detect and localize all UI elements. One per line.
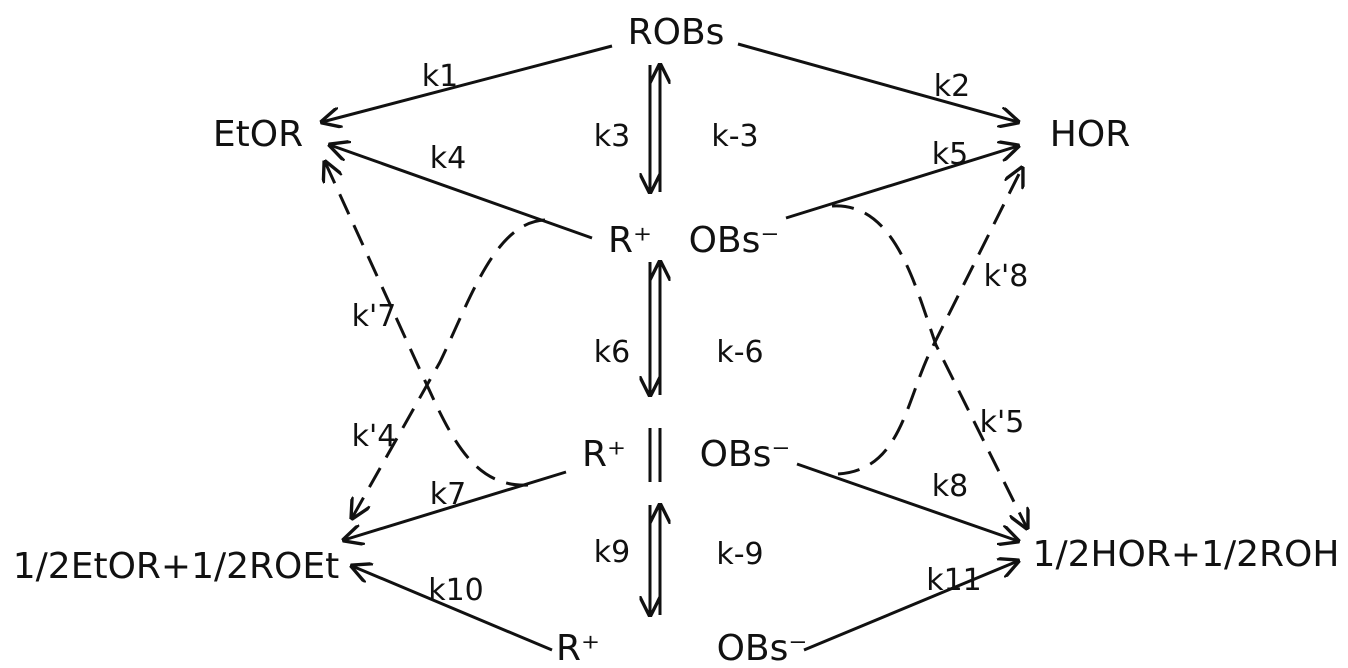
rate-label-k7: k7: [430, 477, 466, 512]
rate-label-k-minus-6: k-6: [716, 335, 763, 370]
arrow-k2: [737, 42, 1018, 122]
rate-label-k4: k4: [430, 141, 466, 176]
rate-label-k9: k9: [594, 535, 630, 570]
rate-label-k2: k2: [934, 69, 970, 104]
rate-label-k3: k3: [594, 119, 630, 154]
rate-label-k8-prime: k'8: [984, 259, 1029, 294]
arrow-k8: [796, 462, 1018, 541]
species-r-plus-free: R⁺: [556, 628, 600, 668]
arrow-k10: [352, 566, 553, 652]
species-obs-minus-contact: OBs⁻: [689, 220, 780, 261]
equilibrium-k9: [650, 505, 660, 615]
rate-label-k8: k8: [932, 469, 968, 504]
arrow-k11: [803, 561, 1018, 652]
rate-label-k6: k6: [594, 335, 630, 370]
equilibrium-k6: [650, 262, 660, 395]
species-obs-minus-solvent-separated: OBs⁻: [700, 434, 791, 475]
species-r-plus-contact: R⁺: [608, 220, 652, 261]
rate-label-k1: k1: [422, 59, 458, 94]
dashed-arrow-k5-prime: [831, 204, 1027, 528]
rate-label-k5: k5: [932, 137, 968, 172]
species-r-plus-solvent-separated: R⁺: [582, 434, 626, 475]
products-left: 1/2EtOR+1/2ROEt: [13, 546, 339, 587]
species-hor: HOR: [1050, 114, 1130, 155]
equilibrium-k3: [650, 65, 660, 192]
arrow-k4: [330, 145, 593, 240]
species-etor: EtOR: [213, 114, 303, 155]
dashed-arrow-k7-prime: [325, 162, 529, 487]
species-robs: ROBs: [628, 12, 725, 53]
species-obs-minus-free: OBs⁻: [717, 628, 808, 668]
rate-label-k5-prime: k'5: [980, 405, 1025, 440]
ion-pair-separator: [648, 428, 662, 482]
rate-label-k10: k10: [428, 573, 484, 608]
arrow-k5: [785, 146, 1018, 220]
dashed-arrow-k4-prime: [352, 218, 546, 518]
rate-label-k4-prime: k'4: [352, 419, 397, 454]
arrow-k1: [322, 44, 613, 122]
products-right: 1/2HOR+1/2ROH: [1033, 534, 1340, 575]
rate-label-k7-prime: k'7: [352, 299, 397, 334]
rate-label-k-minus-9: k-9: [716, 537, 763, 572]
dashed-arrow-k8-prime: [837, 168, 1022, 476]
rate-label-k11: k11: [926, 563, 982, 598]
rate-label-k-minus-3: k-3: [711, 119, 758, 154]
arrow-k7: [344, 470, 567, 540]
